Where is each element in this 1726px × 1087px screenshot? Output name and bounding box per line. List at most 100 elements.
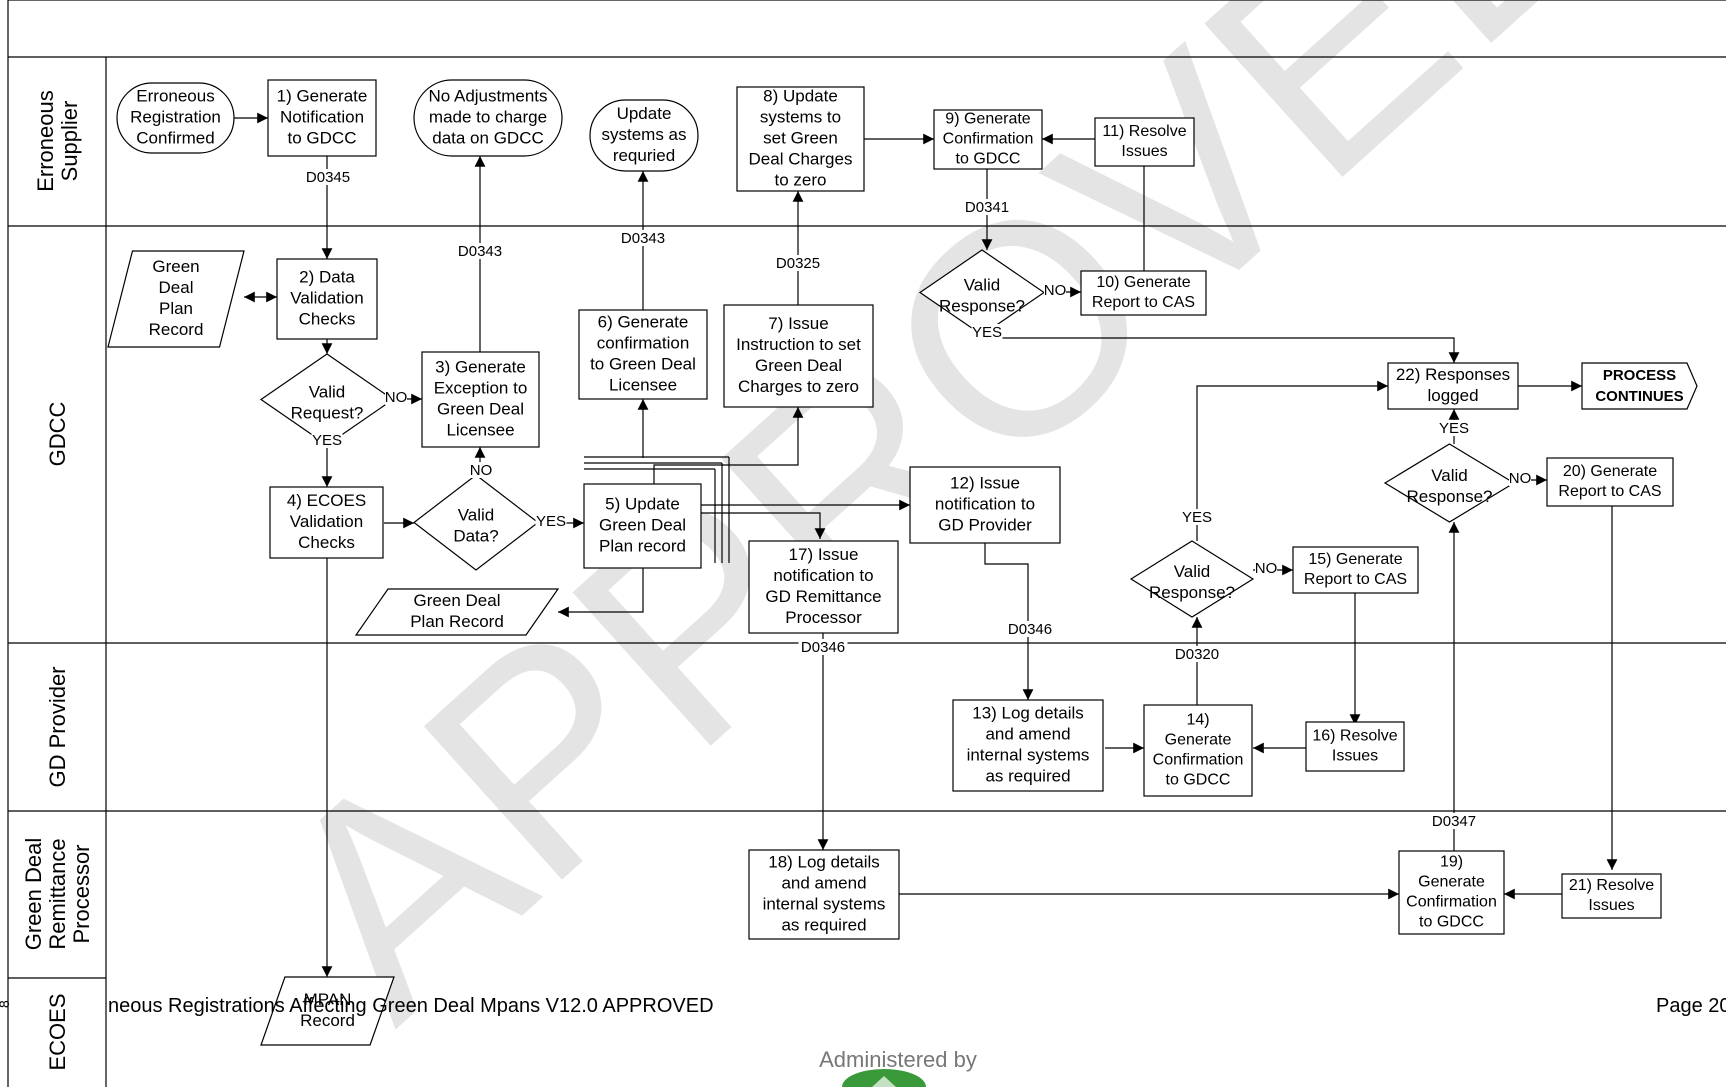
green-deal-plan-record-1-shape — [107, 250, 245, 348]
n1-label-line: to GDCC — [288, 129, 357, 148]
green-deal-plan-record-2-label-line: Plan Record — [410, 612, 504, 631]
dec-valid-response-3-label-line: Response? — [1406, 487, 1492, 506]
n18-shape — [748, 849, 900, 940]
process-continues-label-line: PROCESS — [1603, 367, 1676, 384]
dec-valid-data-shape — [413, 474, 539, 571]
lbl-yes-4: YES — [1439, 420, 1469, 437]
n22-shape — [1387, 362, 1519, 410]
dec-valid-response-2-label-line: Valid — [1174, 562, 1211, 581]
n5-label-line: Green Deal — [599, 516, 686, 535]
dec-valid-response-2-shape — [1129, 540, 1255, 618]
lbl-d0343-b-bg — [618, 230, 668, 246]
footer-page-number: Page 20 — [1656, 995, 1726, 1017]
n17-label-line: 17) Issue — [789, 545, 859, 564]
n8-label-line: to zero — [775, 171, 827, 190]
lbl-no-4: NO — [1509, 470, 1532, 487]
lbl-no-2: NO — [470, 462, 493, 479]
n15-label-line: Report to CAS — [1304, 571, 1407, 588]
dec-valid-request-label-line: Valid — [309, 383, 346, 402]
n1-shape — [267, 79, 377, 157]
n7-label-line: 7) Issue — [768, 314, 828, 333]
connectors — [234, 112, 1618, 977]
end-update-systems-label-line: systems as — [601, 125, 686, 144]
n22-label-line: logged — [1427, 386, 1478, 405]
n18-label-line: 18) Log details — [768, 853, 880, 872]
process-continues-shape — [1581, 362, 1698, 410]
start-shape — [116, 82, 235, 154]
lane-label-gdcc: GDCC — [45, 402, 70, 467]
lbl-d0346-b-bg — [798, 639, 848, 655]
end-update-systems-label-line: requried — [613, 146, 675, 165]
n7-label-line: Green Deal — [755, 356, 842, 375]
n4-label-line: Validation — [290, 512, 363, 531]
lane-label-ecoes: ECOES — [45, 993, 70, 1070]
end-no-adjustments-shape — [413, 79, 563, 157]
n14-label-line: 14) — [1186, 712, 1209, 729]
lbl-no-1-bg — [385, 389, 407, 405]
start-label-line: Registration — [130, 108, 221, 127]
n21-label-line: Issues — [1588, 897, 1634, 914]
n17-label-line: Processor — [785, 608, 862, 627]
end-no-adjustments-label-line: No Adjustments — [428, 87, 547, 106]
lbl-d0320: D0320 — [1175, 646, 1219, 663]
n15-shape — [1292, 546, 1419, 594]
lbl-d0345: D0345 — [306, 169, 350, 186]
n20-label-line: 20) Generate — [1563, 463, 1657, 480]
n6-shape — [578, 309, 708, 400]
n3-label-line: Green Deal — [437, 400, 524, 419]
n9-shape — [933, 109, 1043, 170]
lbl-yes-2-bg — [535, 513, 567, 529]
n13-label-line: 13) Log details — [972, 704, 1084, 723]
green-deal-plan-record-1-label-line: Plan — [159, 299, 193, 318]
n13-label-line: internal systems — [967, 746, 1090, 765]
n7-label-line: Charges to zero — [738, 377, 859, 396]
start-label-line: Erroneous — [136, 87, 214, 106]
lbl-d0343-b: D0343 — [621, 230, 665, 247]
dec-valid-request-label-line: Request? — [291, 404, 364, 423]
lbl-d0345-bg — [303, 169, 353, 185]
dec-valid-response-1-label-line: Valid — [964, 276, 1001, 295]
lane-grid — [7, 0, 1726, 1087]
lbl-yes-5-bg — [1181, 509, 1213, 525]
n19-label-line: to GDCC — [1419, 914, 1484, 931]
n14-label-line: Confirmation — [1153, 752, 1244, 769]
end-update-systems-shape — [589, 99, 699, 172]
n5-shape — [583, 483, 702, 569]
administrator-logo — [842, 1069, 926, 1087]
lbl-no-4-bg — [1509, 470, 1531, 486]
n8-label-line: set Green — [763, 129, 838, 148]
n6-label-line: Licensee — [609, 376, 677, 395]
n1-label-line: 1) Generate — [277, 87, 368, 106]
n18-label-line: as required — [781, 916, 866, 935]
lbl-no-5: NO — [1255, 560, 1278, 577]
n8-label-line: systems to — [760, 108, 841, 127]
n16-shape — [1305, 721, 1405, 772]
dec-valid-response-3-shape — [1383, 443, 1516, 523]
n2-shape — [276, 258, 378, 340]
lbl-no-1: NO — [385, 389, 408, 406]
n20-shape — [1546, 457, 1674, 507]
lbl-yes-5: YES — [1182, 509, 1212, 526]
lbl-yes-2: YES — [536, 513, 566, 530]
lbl-no-2-bg — [470, 462, 492, 478]
page-footer: neous Registrations Affecting Green Deal… — [0, 995, 1726, 1087]
n3-label-line: 3) Generate — [435, 358, 526, 377]
